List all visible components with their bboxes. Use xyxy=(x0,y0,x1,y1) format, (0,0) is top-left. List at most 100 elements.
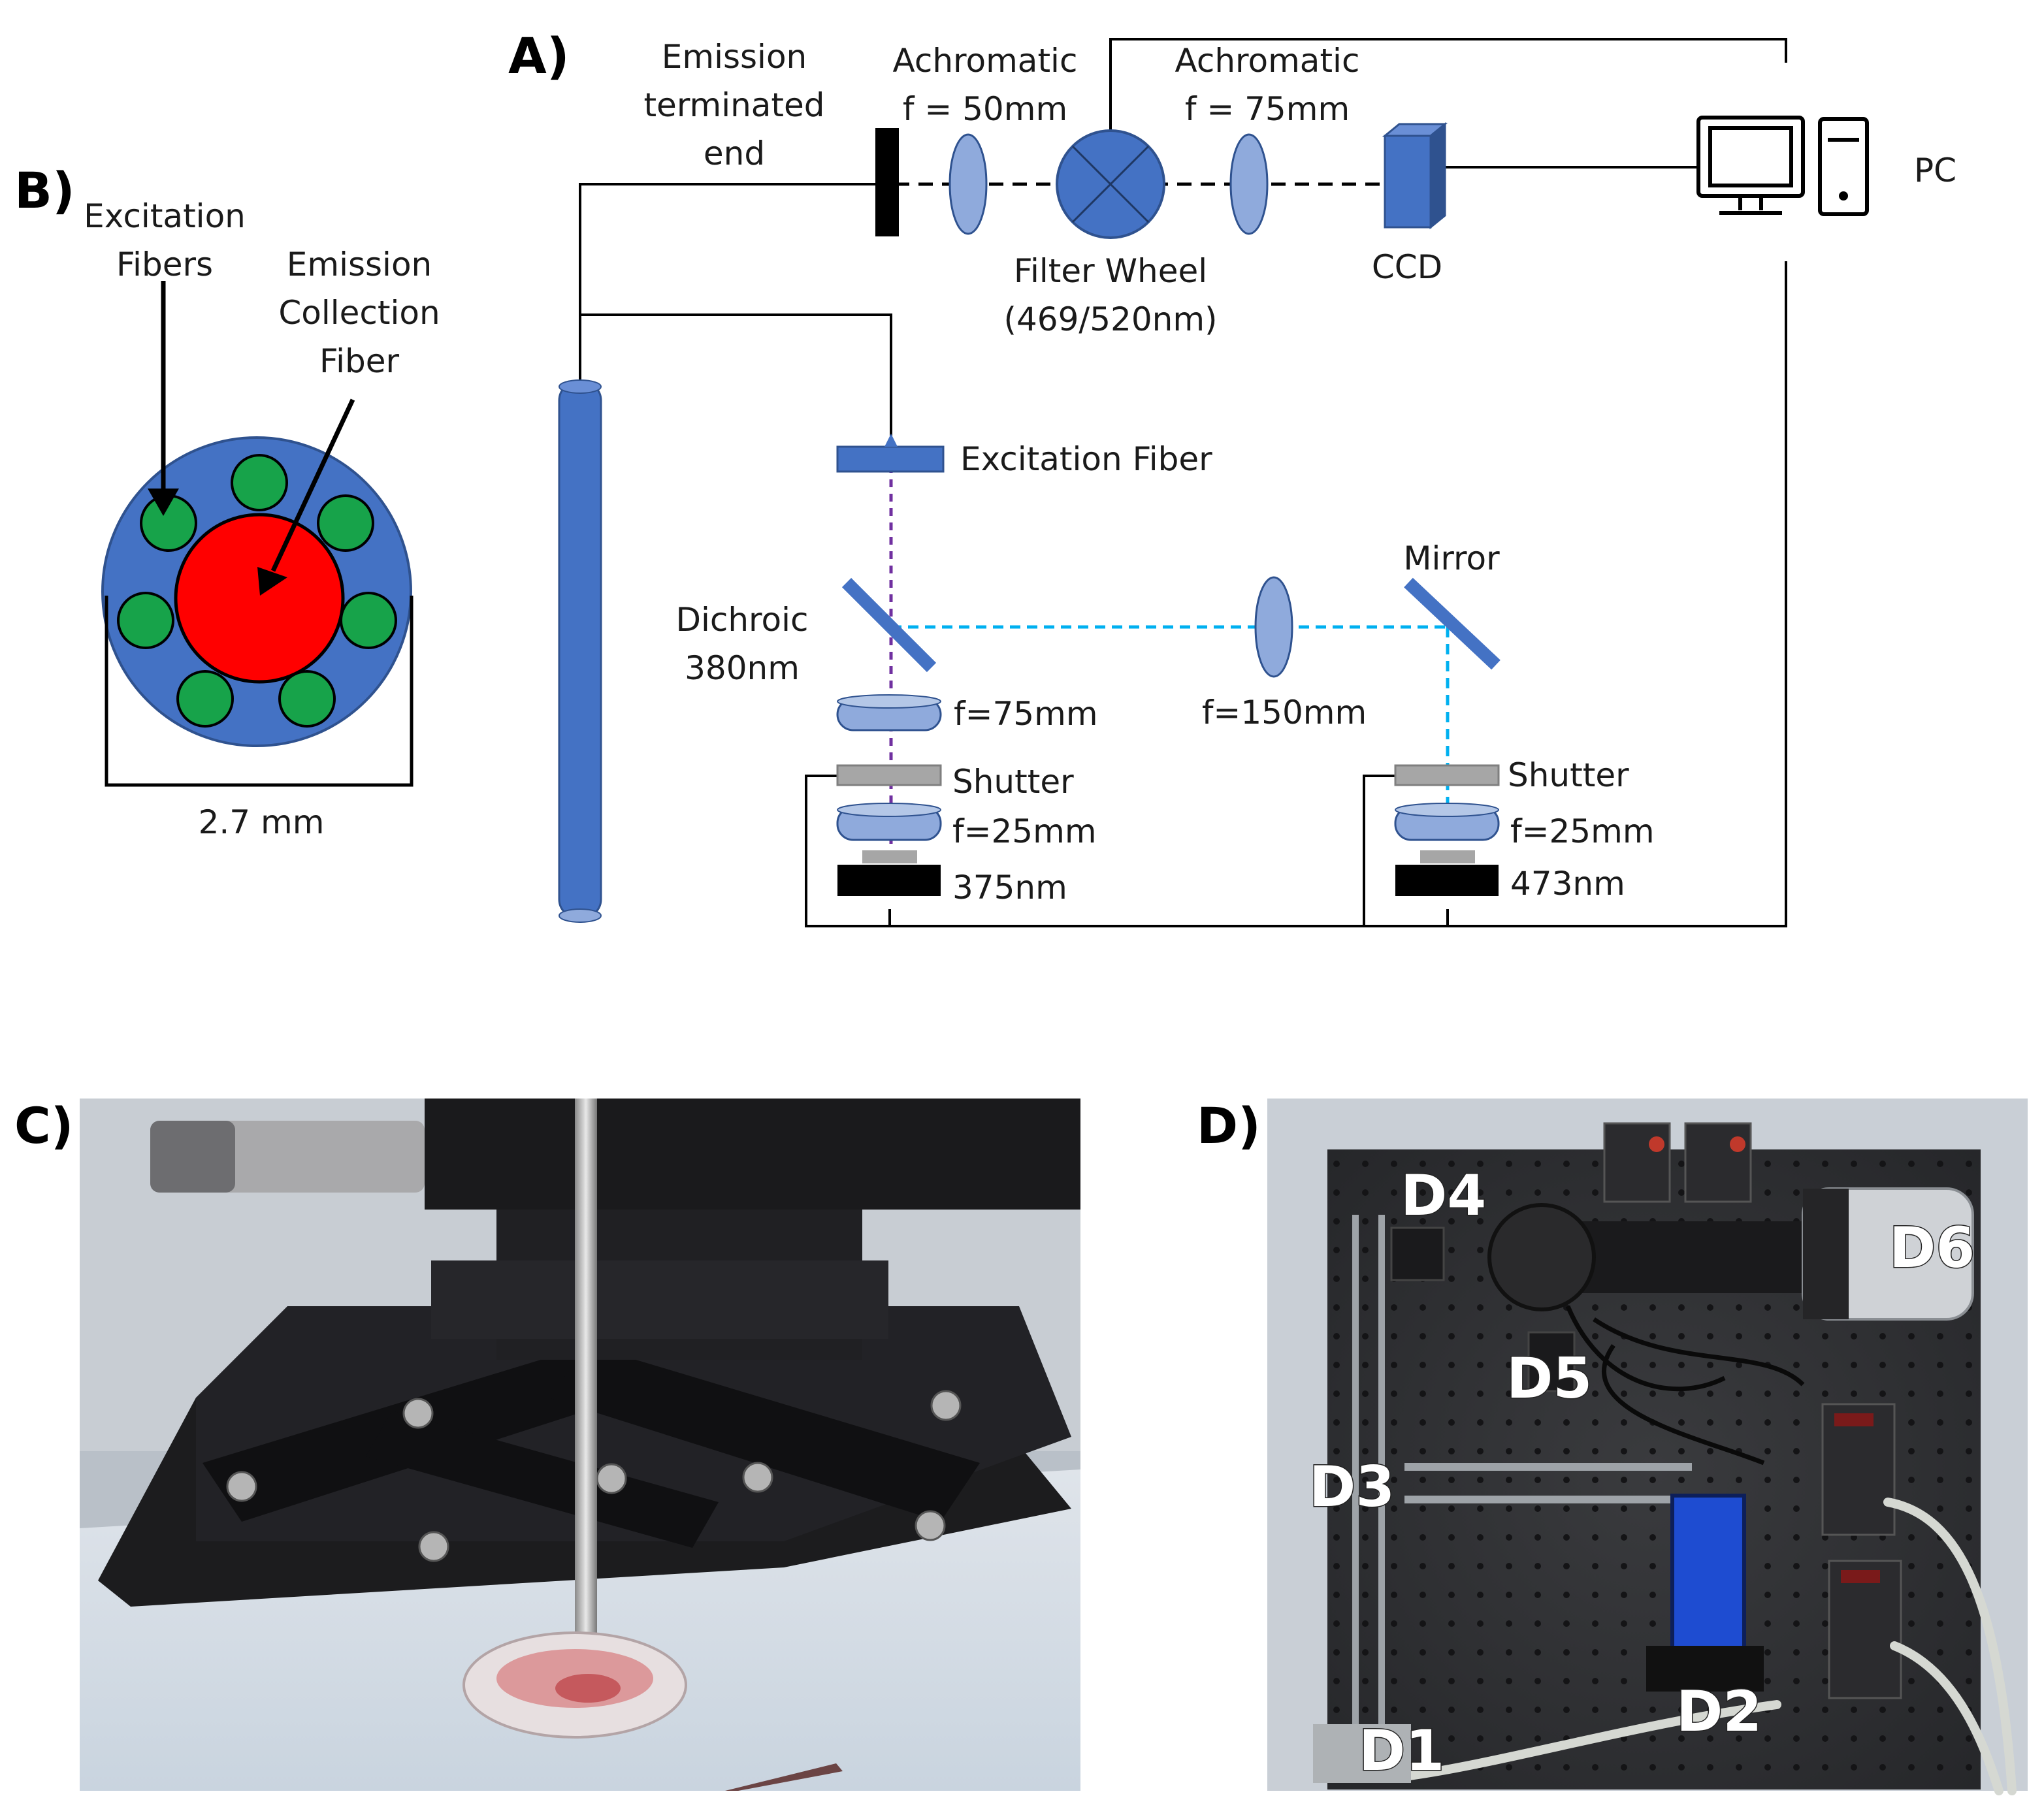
label-d3: D3 xyxy=(1309,1454,1395,1520)
tweezers xyxy=(725,1763,843,1791)
label-d2: D2 xyxy=(1676,1679,1762,1744)
source-473 xyxy=(1395,865,1499,896)
ccd-camera xyxy=(1384,135,1432,229)
source-375-head xyxy=(862,850,917,863)
label-d4: D4 xyxy=(1401,1163,1486,1228)
cables xyxy=(1400,1498,2017,1795)
black-cables xyxy=(1565,1305,1805,1466)
ccd-camera-front xyxy=(1803,1189,1849,1319)
achromatic-lens-75 xyxy=(1229,133,1269,235)
panel-label-b: B) xyxy=(14,161,75,219)
filter-wheel-housing xyxy=(1487,1203,1596,1311)
ccd-label: CCD xyxy=(1372,248,1442,286)
driver-2-display xyxy=(1841,1570,1880,1583)
excitation-fiber xyxy=(117,592,174,649)
label-d5: D5 xyxy=(1506,1346,1592,1411)
achromatic-lens-50 xyxy=(949,133,988,235)
emission-fiber-label-2: Collection xyxy=(278,294,440,332)
lens-75-label: f=75mm xyxy=(954,695,1098,733)
controller-1-knob xyxy=(1649,1136,1664,1152)
dimension-bracket xyxy=(105,596,414,787)
excitation-fiber-label: Excitation Fiber xyxy=(960,440,1212,478)
shutter-left xyxy=(836,764,942,786)
fiber-probe xyxy=(558,381,602,919)
cage-rods xyxy=(1352,1215,1692,1737)
excitation-fiber xyxy=(278,670,336,728)
emission-collection-fiber xyxy=(174,513,345,684)
ccd-side xyxy=(1429,121,1446,230)
panel-label-d: D) xyxy=(1197,1097,1261,1155)
source-473-head xyxy=(1420,850,1475,863)
translation-stage-plate xyxy=(431,1260,888,1339)
emission-fiber-label-3: Fiber xyxy=(319,342,400,380)
fiber-rod xyxy=(575,1099,597,1686)
excitation-fiber-tip xyxy=(884,434,898,447)
lens-150-label: f=150mm xyxy=(1202,694,1367,731)
lens-75-top xyxy=(837,694,941,709)
dimension-label: 2.7 mm xyxy=(199,803,325,841)
excitation-fiber-coupler xyxy=(836,445,945,473)
lens-25-left-label: f=25mm xyxy=(952,812,1097,850)
micrometer-knob xyxy=(150,1121,235,1193)
fiber-probe-top xyxy=(559,379,602,394)
lens-25-left-top xyxy=(837,803,941,817)
filter-wheel-cross xyxy=(1071,145,1150,223)
emission-fiber-label-1: Emission xyxy=(287,246,432,283)
excitation-fibers xyxy=(117,454,397,728)
tissue-sample-center xyxy=(555,1674,621,1703)
source-473-label: 473nm xyxy=(1510,865,1625,903)
achromatic-2-label-1: Achromatic xyxy=(1175,42,1360,80)
label-d1: D1 xyxy=(1359,1718,1444,1784)
excitation-fibers-label-2: Fibers xyxy=(116,246,213,283)
pc-icon xyxy=(1696,116,1869,216)
emission-end-label-2: terminated xyxy=(643,86,824,124)
emission-arrow xyxy=(270,398,355,572)
excitation-fiber xyxy=(176,670,234,728)
shutter-right-label: Shutter xyxy=(1508,756,1629,794)
scissor-arms xyxy=(203,1345,980,1548)
photo-optical-bench: D1 D2 D3 D4 D5 D6 xyxy=(1267,1099,2028,1795)
shutter-controller-2 xyxy=(1684,1122,1752,1203)
d5-mount xyxy=(1527,1331,1576,1392)
filter-wheel-label-1: Filter Wheel xyxy=(1014,252,1207,290)
excitation-fiber xyxy=(317,494,374,552)
wiring xyxy=(579,38,1787,927)
dichroic-label-1: Dichroic xyxy=(675,601,808,639)
achromatic-1-label-1: Achromatic xyxy=(893,42,1078,80)
driver-1-display xyxy=(1834,1413,1874,1426)
d1-base xyxy=(1313,1724,1411,1783)
controller-2-knob xyxy=(1730,1136,1745,1152)
fiber-probe-tip xyxy=(559,908,602,923)
lens-25-right-top xyxy=(1395,803,1499,817)
d4-mount xyxy=(1390,1227,1445,1281)
shutter-controller-1 xyxy=(1603,1122,1671,1203)
translation-stage-top xyxy=(425,1099,1080,1210)
filter-wheel-label-2: (469/520nm) xyxy=(1003,300,1217,338)
dichroic-mirror xyxy=(841,577,937,673)
led-driver-2 xyxy=(1828,1560,1902,1699)
lens-150 xyxy=(1254,576,1293,678)
label-d6: D6 xyxy=(1889,1215,1975,1281)
excitation-arrowhead xyxy=(148,489,179,516)
mirror xyxy=(1404,577,1501,670)
excitation-fiber xyxy=(340,592,397,649)
emission-end-label-3: end xyxy=(704,135,765,172)
shutter-right xyxy=(1394,764,1500,786)
mirror-label: Mirror xyxy=(1403,539,1500,577)
hex-bolts xyxy=(226,1390,962,1562)
fiber-bundle-diagram: 2.7 mm Excitation Fibers Emission Collec… xyxy=(84,197,440,841)
emission-terminated-end xyxy=(875,128,899,236)
optical-setup-schematic: Emission terminated end Achromatic f = 5… xyxy=(558,38,1956,927)
excitation-fiber xyxy=(231,454,288,511)
source-375 xyxy=(837,865,941,896)
pc-label: PC xyxy=(1914,152,1956,189)
excitation-fibers-label-1: Excitation xyxy=(84,197,246,235)
achromatic-2-label-2: f = 75mm xyxy=(1185,90,1350,128)
emission-end-label-1: Emission xyxy=(662,38,807,76)
shutter-left-label: Shutter xyxy=(952,763,1074,801)
source-375-label: 375nm xyxy=(952,869,1067,906)
panel-label-a: A) xyxy=(508,27,570,85)
d2-heatsink xyxy=(1646,1646,1764,1692)
photo-fiber-on-stage xyxy=(80,1099,1080,1791)
